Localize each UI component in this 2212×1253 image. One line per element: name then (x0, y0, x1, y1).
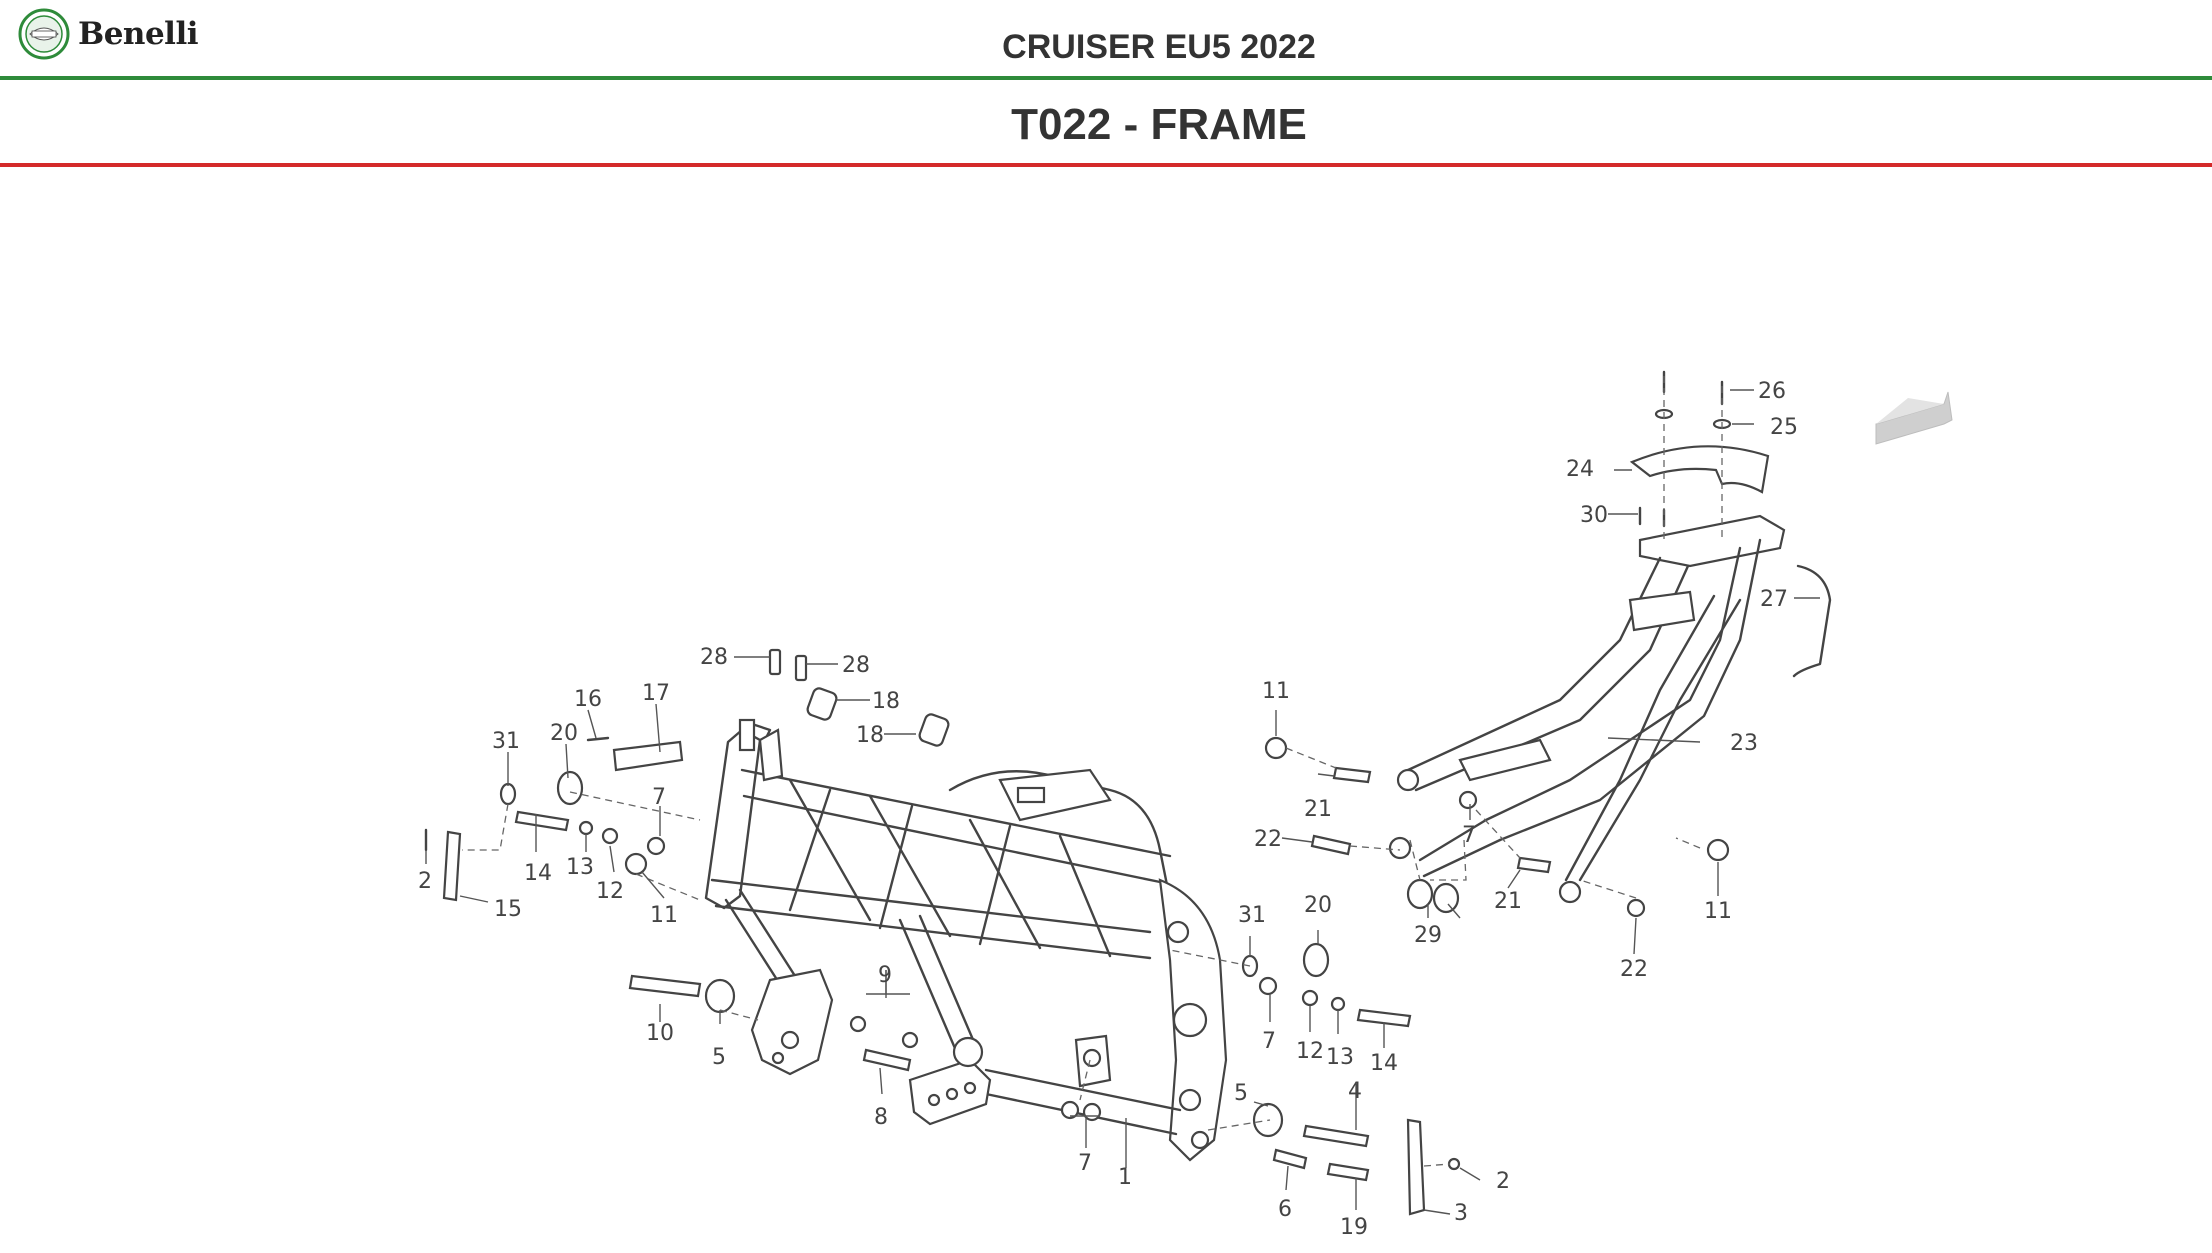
rear-subframe (1388, 514, 1786, 904)
callout-20a: 20 (550, 721, 578, 746)
callout-25: 25 (1770, 415, 1798, 440)
callout-8: 8 (874, 1105, 888, 1130)
callout-4: 4 (1348, 1079, 1362, 1104)
benelli-emblem-icon (18, 8, 70, 60)
callout-31a: 31 (492, 729, 520, 754)
green-rule (0, 76, 2212, 80)
callout-29: 29 (1414, 923, 1442, 948)
callout-3: 3 (1454, 1201, 1468, 1226)
callout-6: 6 (1278, 1197, 1292, 1222)
callout-1: 1 (1118, 1165, 1132, 1190)
callout-11a: 11 (650, 903, 678, 928)
callout-2a: 2 (418, 869, 432, 894)
callout-30: 30 (1580, 503, 1608, 528)
model-title: CRUISER EU5 2022 (1002, 28, 1316, 66)
callout-5b: 5 (1234, 1081, 1248, 1106)
callout-18a: 18 (872, 689, 900, 714)
callout-14a: 14 (524, 861, 552, 886)
callout-28a: 28 (700, 645, 728, 670)
callout-16: 16 (574, 687, 602, 712)
leader-lines (425, 389, 1820, 1215)
callout-12b: 12 (1296, 1039, 1324, 1064)
brand-logo: Benelli (18, 8, 199, 60)
callout-5a: 5 (712, 1045, 726, 1070)
callout-7a: 7 (652, 785, 666, 810)
callout-9: 9 (878, 963, 892, 988)
callout-14b: 14 (1370, 1051, 1398, 1076)
callout-10: 10 (646, 1021, 674, 1046)
callout-17: 17 (642, 681, 670, 706)
callout-24: 24 (1566, 457, 1594, 482)
callout-13a: 13 (566, 855, 594, 880)
callout-22a: 22 (1254, 827, 1282, 852)
callout-21a: 21 (1304, 797, 1332, 822)
fasteners (424, 370, 1832, 1216)
callout-28b: 28 (842, 653, 870, 678)
callout-31b: 31 (1238, 903, 1266, 928)
callout-18b: 18 (856, 723, 884, 748)
red-rule (0, 163, 2212, 167)
section-title: T022 - FRAME (1011, 100, 1307, 149)
callout-22b: 22 (1620, 957, 1648, 982)
callout-19: 19 (1340, 1215, 1368, 1240)
page-header: Benelli CRUISER EU5 2022 T022 - FRAME (0, 0, 2212, 168)
callout-11b: 11 (1262, 679, 1290, 704)
callout-15: 15 (494, 897, 522, 922)
callout-26: 26 (1758, 379, 1786, 404)
callout-27: 27 (1760, 587, 1788, 612)
main-frame (704, 718, 1228, 1162)
callout-23: 23 (1730, 731, 1758, 756)
callout-labels: 28 28 18 18 16 17 20 31 7 2 15 14 13 12 … (418, 379, 1798, 1240)
callout-20b: 20 (1304, 893, 1332, 918)
callout-21b: 21 (1494, 889, 1522, 914)
callout-12a: 12 (596, 879, 624, 904)
callout-2b: 2 (1496, 1169, 1510, 1194)
callout-7d: 7 (1462, 823, 1476, 848)
callout-7b: 7 (1078, 1151, 1092, 1176)
brand-name: Benelli (78, 16, 199, 52)
orientation-arrow-icon (1875, 391, 1953, 445)
callout-11c: 11 (1704, 899, 1732, 924)
callout-13b: 13 (1326, 1045, 1354, 1070)
assembly-lines (462, 376, 1723, 1167)
callout-7c: 7 (1262, 1029, 1276, 1054)
